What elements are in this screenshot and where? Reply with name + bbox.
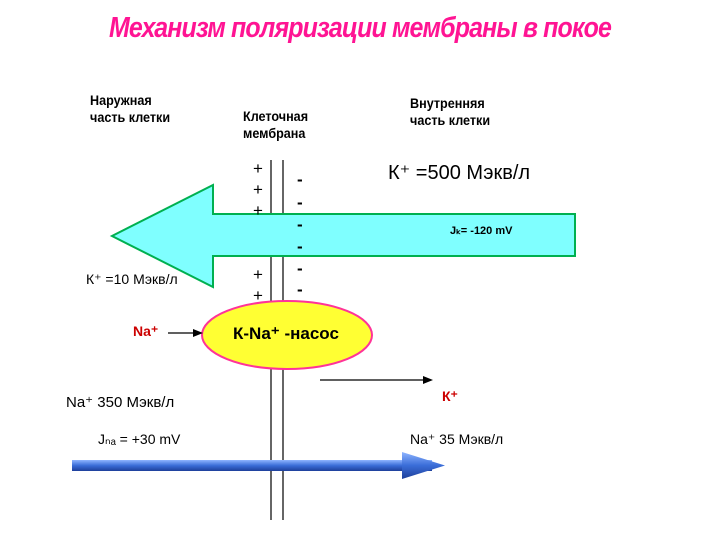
inside-header-line1: Внутренняя — [410, 95, 485, 111]
k-from-pump-arrowhead — [423, 376, 433, 384]
minus-charge: - — [297, 170, 303, 189]
minus-charge: - — [297, 193, 303, 212]
plus-charge: + — [253, 286, 263, 305]
k-outside-concentration: К⁺ =10 Мэкв/л — [86, 271, 178, 287]
pump-label: К-Na⁺ -насос — [233, 324, 339, 343]
minus-charge: - — [297, 237, 303, 256]
plus-charge: + — [253, 265, 263, 284]
k-potential: Jₖ= -120 mV — [450, 225, 513, 237]
na-influx-arrow — [72, 460, 432, 471]
plus-charge: + — [253, 159, 263, 178]
outside-header-line1: Наружная — [90, 92, 152, 108]
minus-charge: - — [297, 215, 303, 234]
na-pump-input-label: Na⁺ — [133, 323, 159, 339]
inside-header: Внутренняя часть клетки — [410, 95, 490, 129]
k-inside-concentration: К⁺ =500 Мэкв/л — [388, 162, 531, 184]
membrane-header-line2: мембрана — [243, 125, 306, 141]
minus-charge: - — [297, 259, 303, 278]
slide-title: Механизм поляризации мембраны в покое — [108, 12, 612, 44]
na-potential: Jₙₐ = +30 mV — [98, 431, 181, 447]
outside-header: Наружная часть клетки — [90, 92, 170, 126]
na-influx-arrowhead — [402, 452, 445, 479]
plus-charge: + — [253, 201, 263, 220]
plus-charge: + — [253, 180, 263, 199]
outside-header-line2: часть клетки — [90, 109, 171, 125]
na-inside-concentration: Na⁺ 35 Мэкв/л — [410, 431, 504, 447]
membrane-header: Клеточная мембрана — [243, 108, 308, 142]
k-pump-output-label: К⁺ — [442, 388, 458, 404]
k-efflux-arrow — [109, 183, 576, 289]
membrane-header-line1: Клеточная — [243, 108, 309, 124]
na-outside-concentration: Na⁺ 350 Мэкв/л — [66, 394, 175, 411]
na-to-pump-arrowhead — [193, 329, 203, 337]
k-na-pump — [201, 300, 373, 370]
minus-charge: - — [297, 280, 303, 299]
inside-header-line2: часть клетки — [410, 112, 491, 128]
